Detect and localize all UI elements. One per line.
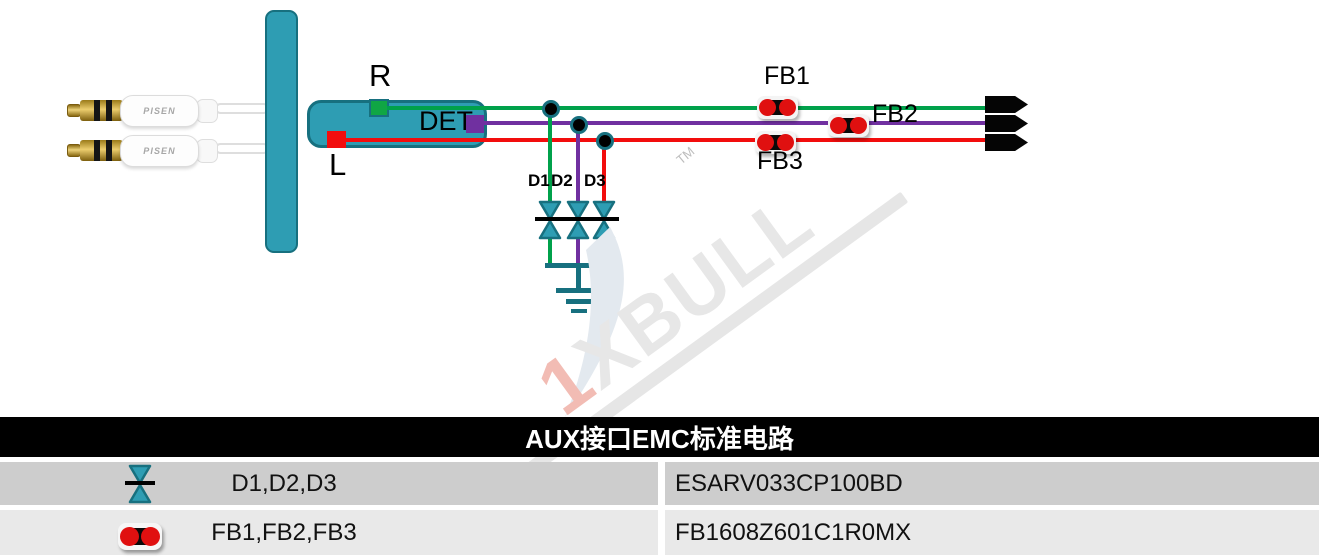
designators-text: D1,D2,D3 <box>231 469 337 497</box>
plug-neck <box>196 139 218 163</box>
plug-body: PISEN <box>120 135 199 167</box>
wire-d1-to-gnd <box>548 237 552 267</box>
label-fb1: FB1 <box>764 62 810 90</box>
tvs-center-line <box>125 481 155 485</box>
ferrite-bead-fb3-icon <box>755 131 796 154</box>
pin-r-pad <box>369 99 389 117</box>
junction-dot-purple <box>570 116 588 134</box>
label-d2: D2 <box>551 171 573 190</box>
table-cell-designators: FB1,FB2,FB3 <box>0 510 658 555</box>
ground-stem <box>576 268 581 289</box>
label-fb3: FB3 <box>757 147 803 175</box>
wire-d3-drop <box>602 140 606 203</box>
label-r: R <box>369 58 392 93</box>
tvs-center-line <box>535 217 565 221</box>
wire-d2-to-gnd <box>576 237 580 268</box>
wire-d1-drop <box>548 108 552 203</box>
plug-ring <box>106 140 112 161</box>
table-cell-part-number: ESARV033CP100BD <box>665 462 1319 505</box>
label-d1: D1 <box>528 171 550 190</box>
panel-bar <box>265 10 298 253</box>
plug-ring <box>94 100 100 121</box>
bead-end <box>757 134 774 151</box>
wire-d2-drop <box>576 124 580 203</box>
table-cell-designators: D1,D2,D3 <box>0 462 658 505</box>
column-divider <box>658 510 665 555</box>
bead-end <box>141 527 160 546</box>
label-l: L <box>329 147 347 182</box>
plug-neck <box>196 99 218 123</box>
column-divider <box>658 462 665 505</box>
pin-l-pad <box>327 131 346 148</box>
output-arrow-green <box>985 96 1028 113</box>
wire-l-red <box>344 138 986 142</box>
plug-tip <box>67 104 81 117</box>
junction-dot-red <box>596 132 614 150</box>
plug-tip <box>67 144 81 157</box>
plug-gold-barrel <box>80 140 123 161</box>
watermark-swoosh <box>565 227 624 417</box>
table-row: D1,D2,D3 ESARV033CP100BD <box>0 462 1319 505</box>
plug-cable <box>215 103 269 114</box>
tvs-diode-d1-icon <box>535 200 565 240</box>
bead-end <box>759 99 776 116</box>
ground-symbol-line2 <box>566 299 592 304</box>
bead-end <box>777 134 794 151</box>
table-row: FB1,FB2,FB3 FB1608Z601C1R0MX <box>0 510 1319 555</box>
plug-brand-label: PISEN <box>143 146 176 156</box>
audio-plug-top: PISEN <box>67 88 272 130</box>
tvs-center-line <box>589 217 619 221</box>
label-det: DET <box>419 106 473 136</box>
ferrite-bead-icon <box>118 523 162 550</box>
plug-body: PISEN <box>120 95 199 127</box>
tvs-diode-icon <box>125 464 155 504</box>
wire-r-green <box>387 106 986 110</box>
watermark-tm: TM <box>673 143 698 168</box>
ground-symbol-line1 <box>556 288 602 293</box>
table-title: AUX接口EMC标准电路 <box>0 417 1319 457</box>
bead-end <box>779 99 796 116</box>
ground-symbol-line3 <box>571 309 587 313</box>
ground-bus-bar <box>545 263 608 268</box>
table-cell-part-number: FB1608Z601C1R0MX <box>665 510 1319 555</box>
bead-end <box>120 527 139 546</box>
output-arrow-red <box>985 134 1028 151</box>
ferrite-bead-fb2-icon <box>828 114 869 137</box>
bead-end <box>830 117 847 134</box>
plug-brand-label: PISEN <box>143 106 176 116</box>
audio-plug-bottom: PISEN <box>67 128 272 170</box>
ferrite-bead-fb1-icon <box>757 96 798 119</box>
plug-ring <box>106 100 112 121</box>
label-fb2: FB2 <box>872 100 918 128</box>
designators-text: FB1,FB2,FB3 <box>211 518 357 546</box>
tvs-diode-d2-icon <box>563 200 593 240</box>
plug-ring <box>94 140 100 161</box>
label-d3: D3 <box>584 171 606 190</box>
output-arrow-purple <box>985 115 1028 132</box>
pin-det-pad <box>466 115 484 133</box>
plug-gold-barrel <box>80 100 123 121</box>
wire-det-purple <box>482 121 986 125</box>
tvs-center-line <box>563 217 593 221</box>
bead-end <box>850 117 867 134</box>
plug-cable <box>215 143 269 154</box>
junction-dot-green <box>542 100 560 118</box>
